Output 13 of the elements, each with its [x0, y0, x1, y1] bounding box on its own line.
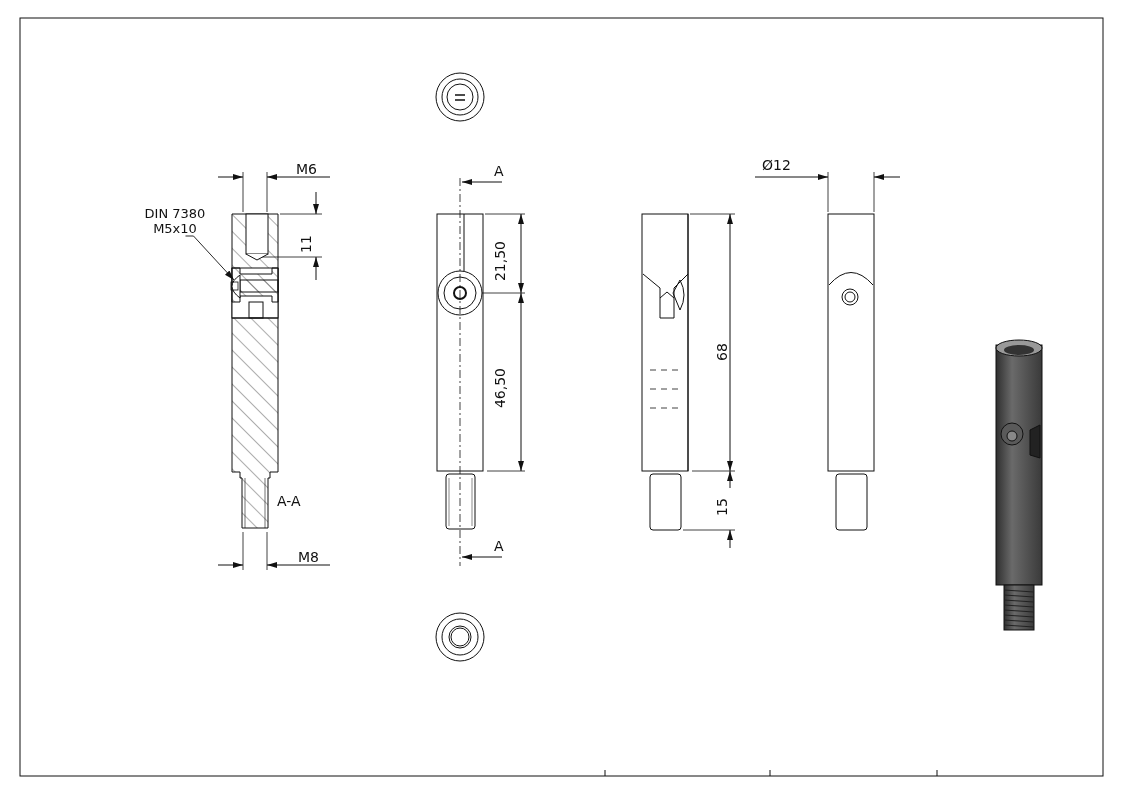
dimension-text: 11	[297, 235, 314, 253]
section-label: A	[494, 163, 504, 179]
dimension-text: Ø12	[762, 157, 791, 173]
dimension-text: 46,50	[492, 367, 509, 409]
dimension-text: 68	[713, 343, 730, 361]
section-label: A-A	[277, 493, 301, 509]
screw-head-drawing	[230, 274, 241, 299]
dimension-text: 21,50	[492, 240, 509, 282]
callout-text: DIN 7380 M5x10	[143, 206, 207, 236]
dimension-text: M6	[296, 161, 317, 177]
dimension-text: 15	[713, 498, 730, 516]
dimension-text: M8	[298, 549, 319, 565]
section-label: A	[494, 538, 504, 554]
